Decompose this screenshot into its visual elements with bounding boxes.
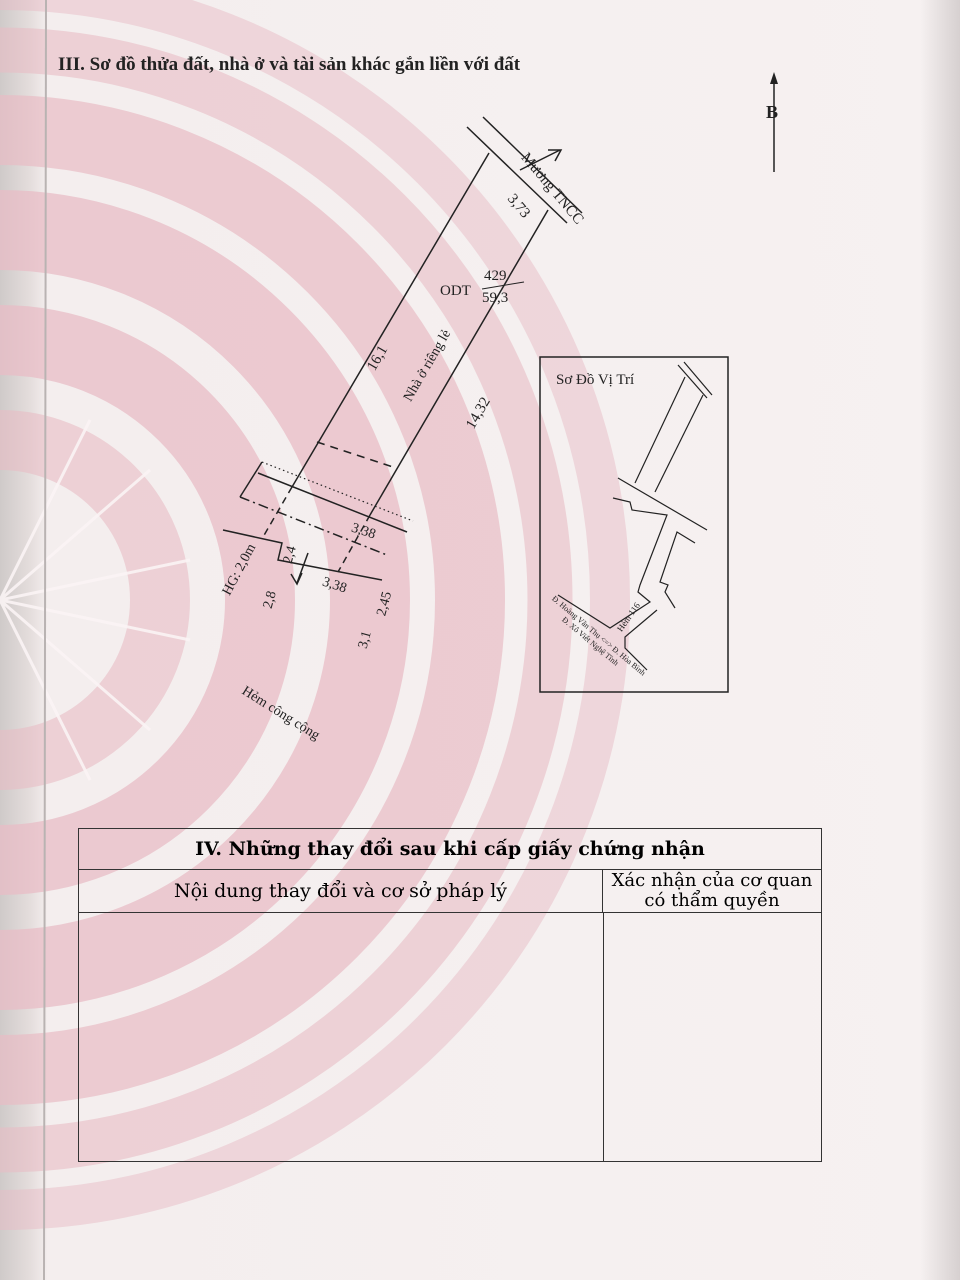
parcel-number: 429 xyxy=(484,268,507,284)
column-divider xyxy=(603,913,604,1161)
section-iv-title: IV. Những thay đổi sau khi cấp giấy chứn… xyxy=(79,829,821,870)
parcel-left-side xyxy=(291,152,490,488)
watermark-ring xyxy=(0,95,505,1105)
changes-table: IV. Những thay đổi sau khi cấp giấy chứn… xyxy=(78,828,822,1162)
watermark-ring xyxy=(0,27,573,1173)
north-label: B xyxy=(766,102,779,122)
alley-arrow-icon xyxy=(296,552,309,584)
parcel-area: 59,3 xyxy=(482,290,509,306)
col-header-content: Nội dung thay đổi và cơ sở pháp lý xyxy=(79,869,603,913)
watermark-ring xyxy=(0,0,630,1230)
alley-boundary xyxy=(222,529,383,581)
col-header-confirm-line2: có thẩm quyền xyxy=(644,890,780,911)
parcel-front-line xyxy=(257,472,408,533)
ditch-line xyxy=(466,126,568,224)
ditch-line xyxy=(482,116,583,214)
watermark-ring xyxy=(0,190,410,1010)
page-edge-shadow xyxy=(920,0,960,1280)
location-map-frame xyxy=(539,356,729,693)
ditch-arrow-icon xyxy=(519,149,561,171)
watermark-ring xyxy=(0,410,190,790)
parcel-right-side xyxy=(369,209,549,516)
col-header-confirm-line1: Xác nhận của cơ quan xyxy=(611,870,813,891)
section-iii-title: III. Sơ đồ thửa đất, nhà ở và tài sản kh… xyxy=(58,54,521,75)
fraction-bar xyxy=(481,281,525,290)
location-map-title: Sơ Đồ Vị Trí xyxy=(556,372,635,388)
col-header-confirm: Xác nhận của cơ quan có thẩm quyền xyxy=(603,869,821,913)
watermark-ring xyxy=(0,305,295,895)
page-fold-line xyxy=(43,0,47,1280)
land-type: ODT xyxy=(440,283,471,299)
